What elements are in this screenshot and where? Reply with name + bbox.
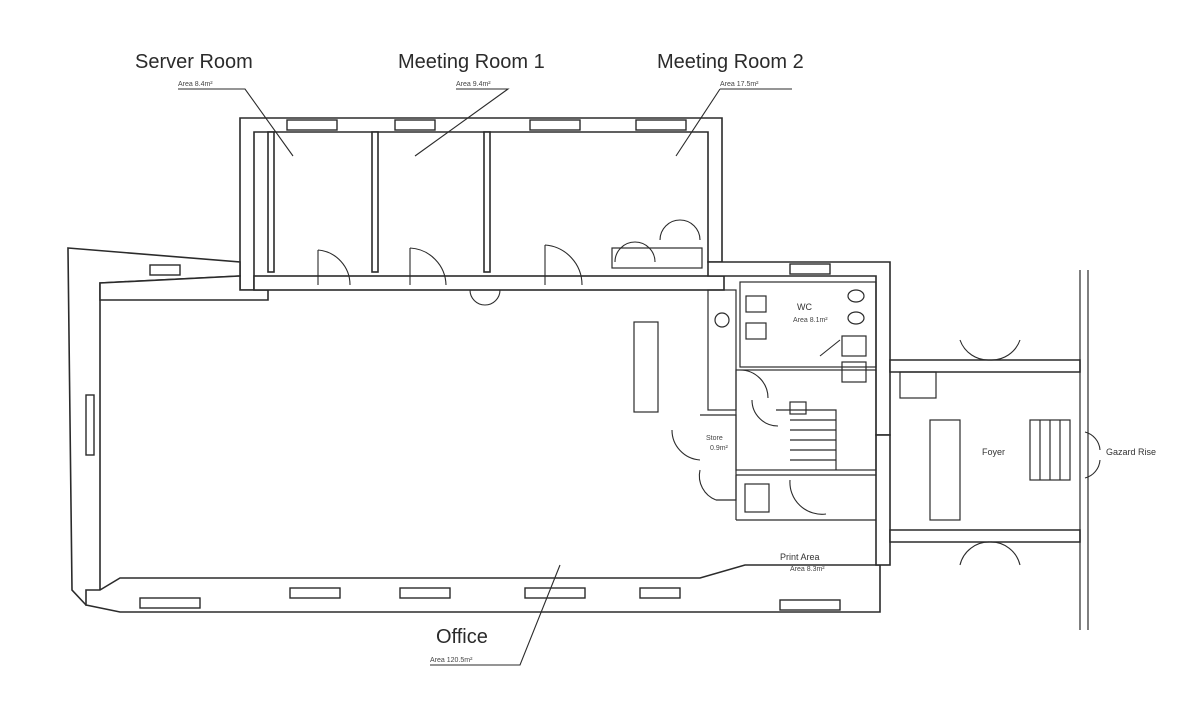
basin-icon xyxy=(745,322,767,340)
toilet-icon xyxy=(847,289,865,303)
window xyxy=(779,599,841,611)
door xyxy=(751,399,779,427)
window xyxy=(85,394,95,456)
door xyxy=(671,429,717,501)
door xyxy=(544,244,583,286)
window xyxy=(139,597,201,609)
leader-line xyxy=(178,88,294,157)
cupboard xyxy=(611,247,703,269)
shelf xyxy=(744,483,770,513)
wc-label: WC xyxy=(797,302,812,312)
cabinet xyxy=(899,371,937,399)
door xyxy=(317,249,351,286)
server-room-area: Area 8.4m² xyxy=(178,81,213,88)
leader-line xyxy=(414,88,510,157)
partition-2 xyxy=(483,131,491,273)
street-boundary xyxy=(1079,270,1089,630)
double-door xyxy=(959,541,1021,566)
meeting-room-1-label: Meeting Room 1 xyxy=(398,51,545,73)
window xyxy=(789,263,831,275)
north-wing-wall xyxy=(239,117,723,291)
door xyxy=(789,479,827,515)
wc-area: Area 8.1m² xyxy=(793,317,828,324)
print-area-label: Print Area xyxy=(780,552,820,562)
foyer-south-wall xyxy=(889,529,1081,543)
toilet-cubicle xyxy=(841,335,867,357)
window xyxy=(635,119,687,131)
east-wall-lower xyxy=(875,434,891,566)
south-wall xyxy=(85,564,881,613)
window xyxy=(399,587,451,599)
toilet-cubicle xyxy=(841,361,867,383)
print-area-area: Area 8.3m² xyxy=(790,566,825,573)
foyer-north-wall xyxy=(889,359,1081,373)
partition-0 xyxy=(267,131,275,273)
door xyxy=(409,247,447,286)
wc-room xyxy=(739,281,877,368)
meeting-room-2-area: Area 17.5m² xyxy=(720,81,759,88)
sink-icon xyxy=(714,312,730,328)
door xyxy=(739,339,841,399)
column xyxy=(469,289,501,306)
counter xyxy=(633,321,659,413)
window xyxy=(524,587,586,599)
foyer-label: Foyer xyxy=(982,447,1005,457)
toilet-icon xyxy=(847,311,865,325)
double-door xyxy=(959,339,1021,361)
partition-1 xyxy=(371,131,379,273)
entrance-door xyxy=(1084,431,1101,479)
stairs xyxy=(776,409,837,470)
basin-icon xyxy=(745,295,767,313)
server-room-label: Server Room xyxy=(135,51,253,73)
street-label: Gazard Rise xyxy=(1106,447,1156,457)
store-label: Store xyxy=(706,435,723,442)
office-area: Area 120.5m² xyxy=(430,657,473,664)
window xyxy=(639,587,681,599)
window xyxy=(289,587,341,599)
kitchen-unit xyxy=(707,289,737,411)
wing-south-wall xyxy=(253,275,725,291)
office-label: Office xyxy=(436,626,488,648)
window xyxy=(286,119,338,131)
bench xyxy=(929,419,961,521)
print-area-wall xyxy=(735,474,876,521)
leader-line xyxy=(430,564,561,666)
steps xyxy=(1039,420,1061,480)
window xyxy=(529,119,581,131)
store-walls xyxy=(700,414,737,501)
east-wall xyxy=(707,261,891,436)
cupboard-doors xyxy=(614,219,701,263)
leader-line xyxy=(675,88,792,157)
window xyxy=(394,119,436,131)
store-area: 0.9m² xyxy=(710,445,729,452)
meeting-room-1-area: Area 9.4m² xyxy=(456,81,491,88)
meeting-room-2-label: Meeting Room 2 xyxy=(657,51,804,73)
meter-box xyxy=(789,401,807,415)
window xyxy=(149,264,181,276)
